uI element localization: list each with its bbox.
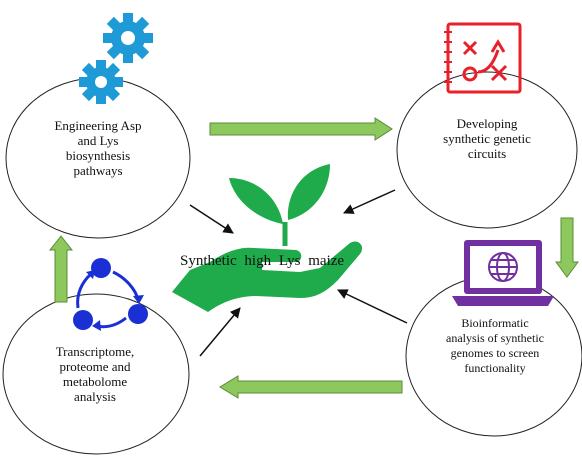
- flow-arrow-right: [209, 117, 393, 141]
- flow-arrow-left: [219, 375, 403, 399]
- gear-icon: [79, 13, 153, 104]
- cycle-icon: [73, 258, 148, 331]
- node-omics-label: Transcriptome, proteome and metabolome a…: [55, 344, 135, 404]
- laptop-globe-icon: [452, 240, 554, 306]
- connector-arrow: [337, 289, 408, 324]
- flow-arrow-down: [555, 217, 579, 278]
- node-circuits-ellipse: [396, 71, 578, 229]
- plant-in-hand-icon: [172, 164, 363, 312]
- node-bioinformatic-label: Bioinformatic analysis of synthetic geno…: [446, 316, 544, 375]
- strategy-notebook-icon: [444, 22, 522, 94]
- connector-arrow: [199, 307, 241, 357]
- node-circuits-label: Developing synthetic genetic circuits: [443, 116, 531, 161]
- connector-arrow: [343, 189, 396, 214]
- node-engineering-label: Engineering Asp and Lys biosynthesis pat…: [54, 118, 142, 178]
- center-label: Synthetic high Lys maize: [180, 253, 345, 269]
- flow-arrow-up: [48, 235, 74, 303]
- node-omics-ellipse: [2, 293, 190, 455]
- connector-arrow: [189, 204, 234, 234]
